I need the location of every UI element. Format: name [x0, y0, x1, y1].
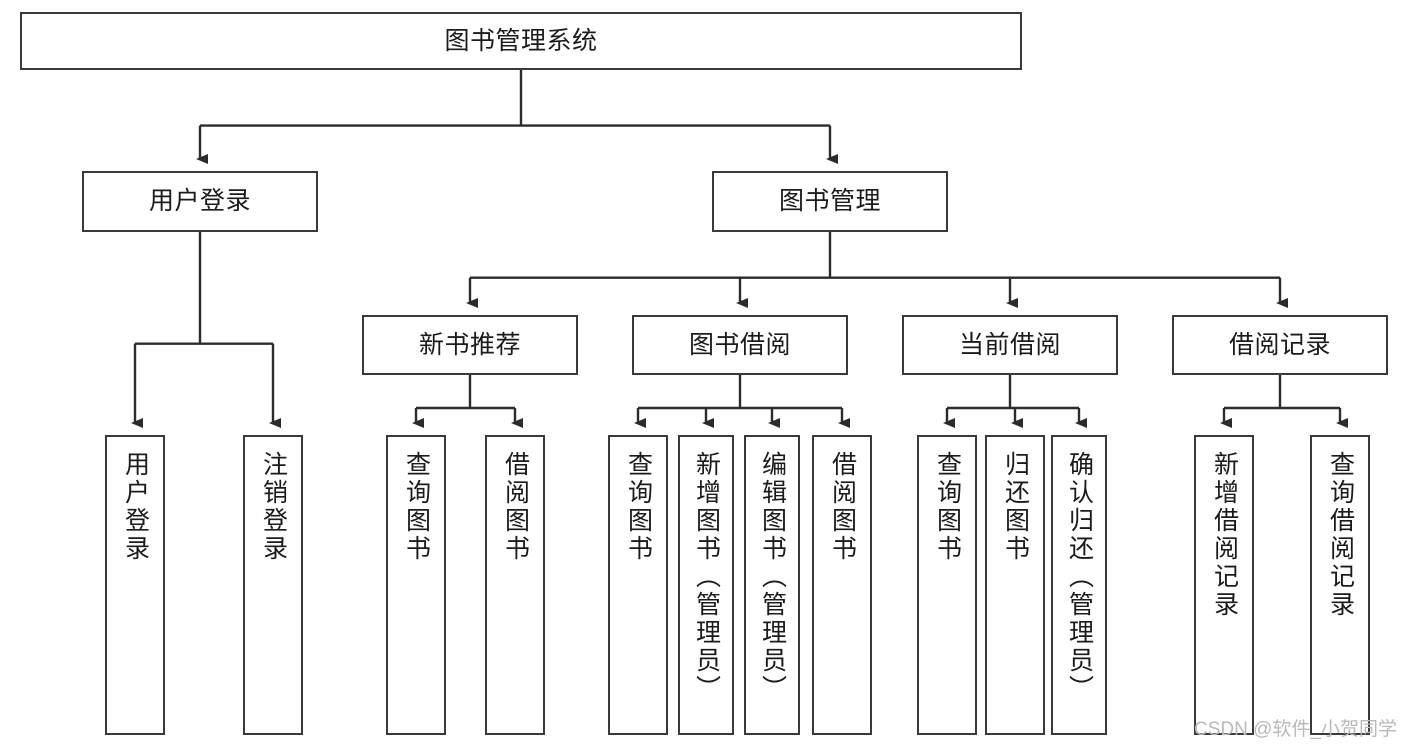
- edge-bus: [416, 375, 515, 410]
- node-label: 新增借阅记录: [1210, 451, 1239, 619]
- node-label: 确认归还（管理员）: [1065, 451, 1094, 703]
- node-leaf-edit-book[interactable]: 编辑图书（管理员）: [744, 435, 800, 735]
- edge-bus: [135, 232, 273, 345]
- node-label: 借阅记录: [1228, 330, 1331, 359]
- node-user-login[interactable]: 用户登录: [82, 171, 318, 232]
- node-label: 借阅图书: [501, 451, 530, 563]
- node-leaf-add-record[interactable]: 新增借阅记录: [1194, 435, 1254, 735]
- edge-bus: [200, 70, 830, 127]
- node-new-book-rec[interactable]: 新书推荐: [362, 315, 578, 375]
- node-label: 图书管理系统: [444, 26, 598, 55]
- edge-bus: [638, 375, 842, 410]
- node-label: 图书借阅: [688, 330, 791, 359]
- node-leaf-user-logout[interactable]: 注销登录: [243, 435, 303, 735]
- node-label: 当前借阅: [958, 330, 1061, 359]
- node-label: 用户登录: [121, 451, 150, 563]
- node-label: 新书推荐: [418, 330, 521, 359]
- node-leaf-confirm-return[interactable]: 确认归还（管理员）: [1051, 435, 1107, 735]
- node-label: 查询图书: [933, 451, 962, 563]
- node-label: 借阅图书: [828, 451, 857, 563]
- edge-bus: [470, 232, 1280, 279]
- csdn-watermark: CSDN @软件_小贺同学: [1194, 719, 1397, 740]
- node-leaf-return-book[interactable]: 归还图书: [985, 435, 1045, 735]
- node-leaf-query-book-br[interactable]: 查询图书: [608, 435, 668, 735]
- node-leaf-user-login[interactable]: 用户登录: [105, 435, 165, 735]
- node-borrow-record[interactable]: 借阅记录: [1172, 315, 1388, 375]
- node-book-borrow[interactable]: 图书借阅: [632, 315, 848, 375]
- node-current-borrow[interactable]: 当前借阅: [902, 315, 1118, 375]
- node-label: 查询借阅记录: [1326, 451, 1355, 619]
- node-leaf-add-book[interactable]: 新增图书（管理员）: [678, 435, 734, 735]
- node-root[interactable]: 图书管理系统: [20, 12, 1022, 70]
- node-leaf-borrow-book-rec[interactable]: 借阅图书: [485, 435, 545, 735]
- node-label: 用户登录: [148, 187, 251, 215]
- node-label: 注销登录: [259, 451, 288, 563]
- node-label: 查询图书: [624, 451, 653, 563]
- edge-bus: [1224, 375, 1340, 410]
- node-leaf-query-book-rec[interactable]: 查询图书: [386, 435, 446, 735]
- edge-bus: [947, 375, 1079, 410]
- node-leaf-query-record[interactable]: 查询借阅记录: [1310, 435, 1370, 735]
- node-book-manage[interactable]: 图书管理: [712, 171, 948, 232]
- node-leaf-borrow-book-br[interactable]: 借阅图书: [812, 435, 872, 735]
- node-label: 图书管理: [778, 187, 881, 215]
- node-label: 查询图书: [402, 451, 431, 563]
- node-label: 归还图书: [1001, 451, 1030, 563]
- node-leaf-query-book-cb[interactable]: 查询图书: [917, 435, 977, 735]
- node-label: 编辑图书（管理员）: [758, 451, 787, 703]
- node-label: 新增图书（管理员）: [692, 451, 721, 703]
